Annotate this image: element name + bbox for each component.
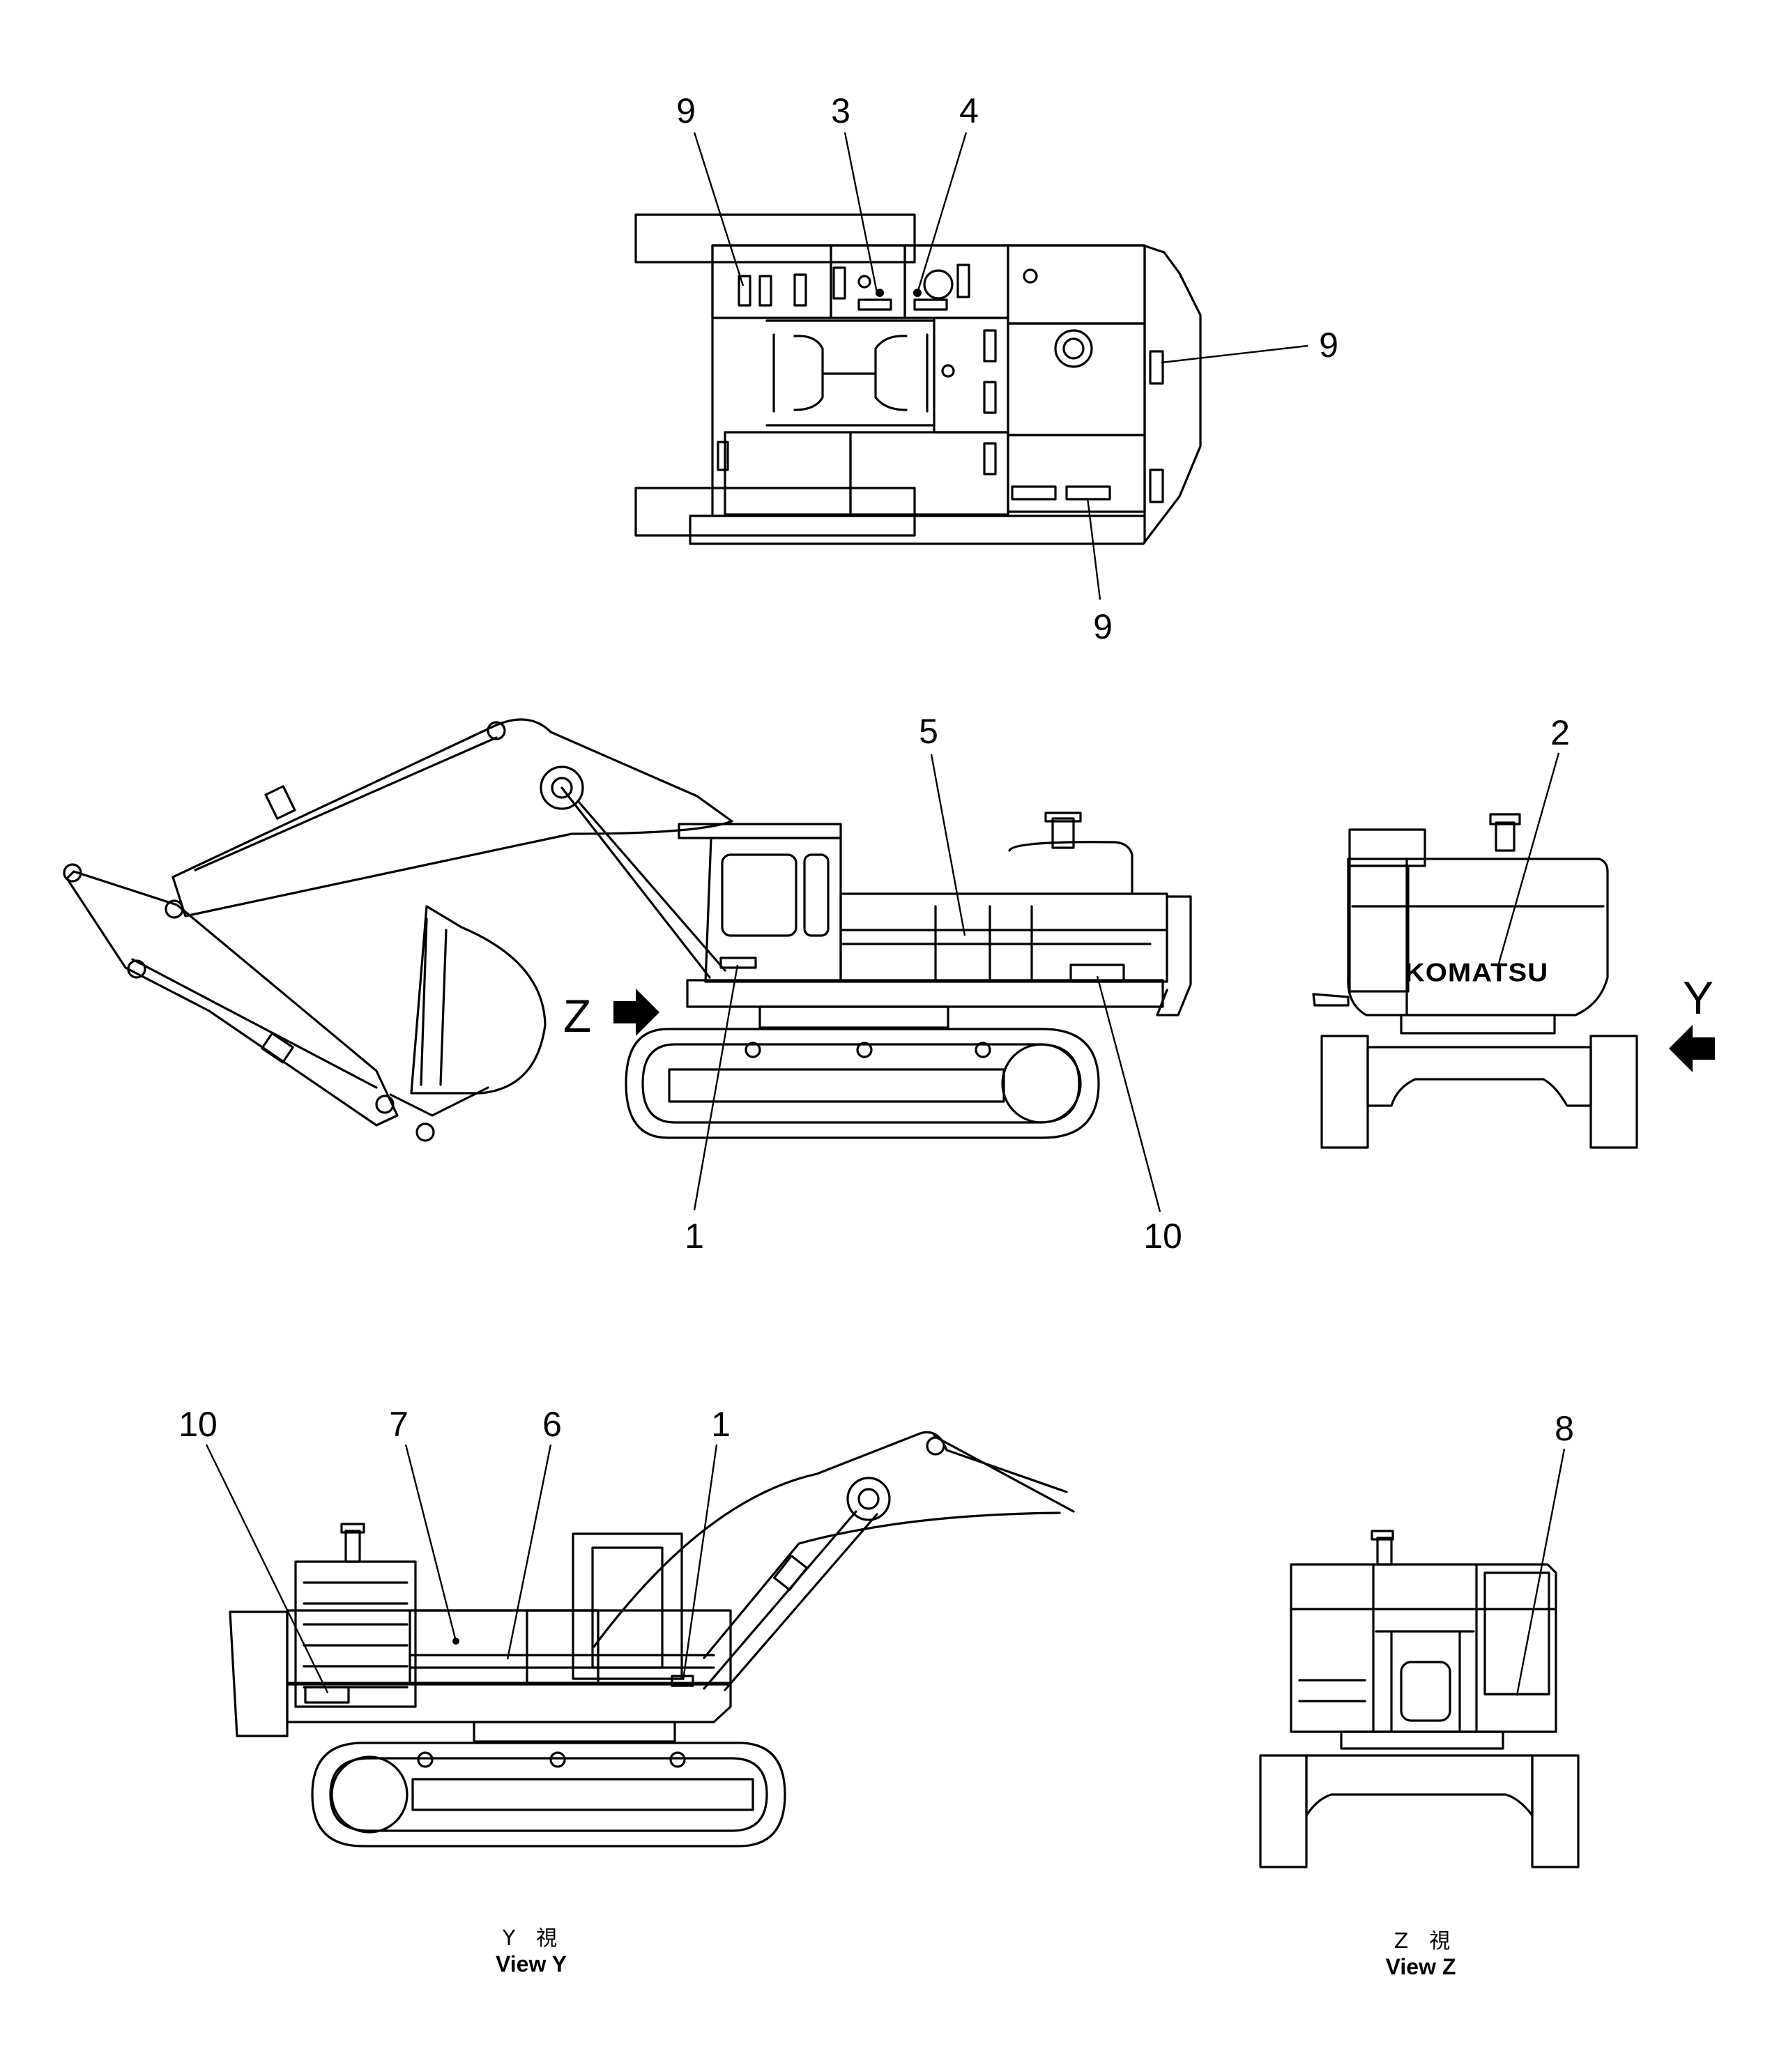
callout-label: 1 [711, 1405, 731, 1444]
callout-label: 6 [542, 1405, 562, 1444]
side-view-machine-outline [63, 718, 1192, 1142]
callout-label: 10 [178, 1405, 217, 1444]
callout-label: 8 [1555, 1409, 1574, 1448]
view-z: 8 Z 視 View Z [1259, 1409, 1580, 1979]
top-view-machine-outline [634, 213, 1202, 545]
rear-view-machine-outline [1312, 813, 1638, 1149]
rear-view: KOMATSU 2 Y [1312, 713, 1715, 1149]
callout-label: 3 [831, 91, 850, 130]
view-y: 10 7 6 1 Y 視 View Y [178, 1405, 1075, 1976]
callout-label: 5 [919, 712, 938, 751]
callout-label: 9 [1093, 607, 1113, 646]
view-z-arrow-label: Z [563, 990, 591, 1042]
side-view: 5 1 10 Z [63, 712, 1192, 1256]
view-y-machine-outline [229, 1431, 1075, 1848]
callout-label: 2 [1550, 713, 1570, 752]
brand-logo-text: KOMATSU [1405, 959, 1548, 987]
callout-label: 7 [389, 1405, 409, 1444]
callout-label: 9 [1319, 326, 1338, 365]
view-y-arrow-icon [1669, 1025, 1715, 1072]
callout-label: 1 [685, 1217, 704, 1256]
top-view-leader-lines [693, 132, 1308, 600]
callout-label: 10 [1143, 1217, 1182, 1256]
view-z-arrow-icon [613, 989, 659, 1036]
callout-label: 9 [676, 91, 696, 130]
top-view: 9 3 4 9 9 [634, 91, 1338, 646]
side-view-leader-lines [693, 754, 1161, 1212]
view-y-caption-en: View Y [496, 1951, 567, 1976]
view-z-machine-outline [1259, 1530, 1580, 1868]
callout-label: 4 [959, 91, 979, 130]
view-y-leader-lines [205, 1444, 718, 1693]
rear-view-leader-line [1497, 752, 1560, 964]
view-y-caption-ja: Y 視 [502, 1926, 557, 1951]
view-z-caption-ja: Z 視 [1394, 1929, 1451, 1953]
view-y-arrow-label: Y [1683, 972, 1714, 1023]
view-z-caption-en: View Z [1386, 1954, 1456, 1979]
view-z-leader-line [1516, 1448, 1566, 1696]
